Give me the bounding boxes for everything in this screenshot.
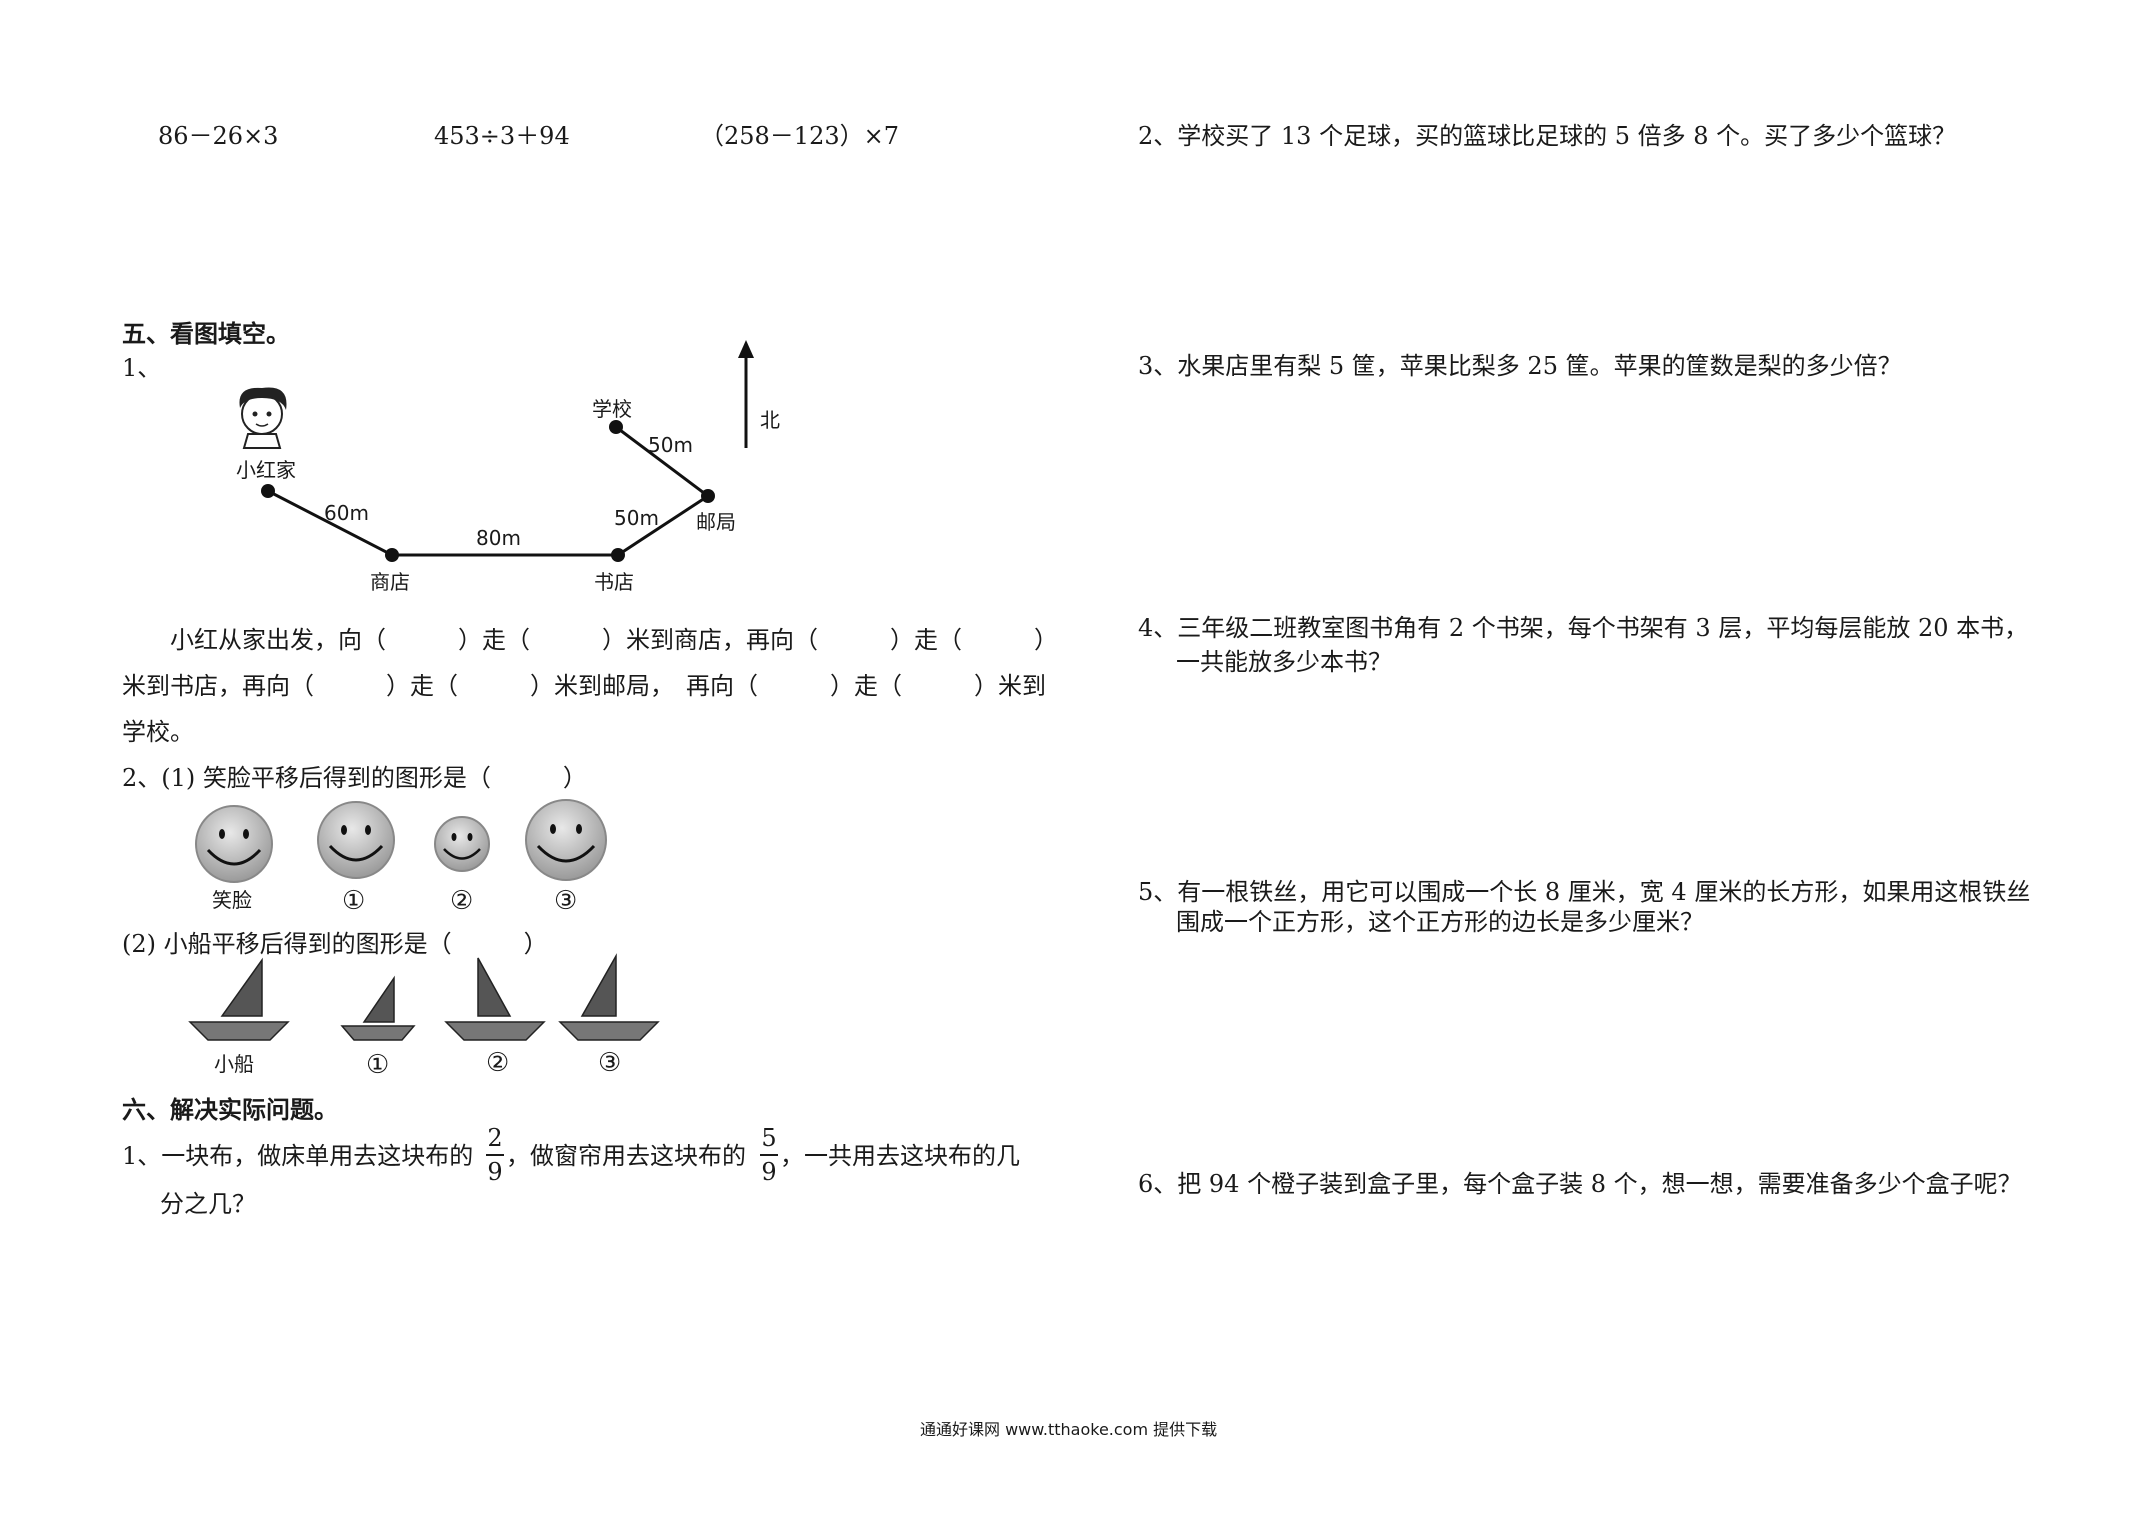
calc-1: 86－26×3 [158, 122, 279, 150]
q2-part1: 2、(1) 笑脸平移后得到的图形是（ ） [122, 764, 587, 792]
q1-fill-line3: 学校。 [122, 718, 194, 746]
post-point [701, 489, 715, 503]
s6-q1-prefix: 1、一块布，做床单用去这块布的 [122, 1142, 474, 1170]
label-home: 小红家 [236, 458, 296, 482]
label-dist-post-school: 50m [648, 433, 693, 457]
fraction-5-9: 5 9 [760, 1126, 778, 1184]
fraction-5-9-denominator: 9 [761, 1158, 777, 1186]
footer-credit: 通通好课网 www.tthaoke.com 提供下载 [920, 1420, 1218, 1439]
shop-point [385, 548, 399, 562]
right-q5-line2: 围成一个正方形，这个正方形的边长是多少厘米？ [1176, 908, 1704, 936]
boat-label-2: ② [486, 1048, 510, 1078]
boat-2-icon [444, 957, 546, 1041]
q1-fill-line2: 米到书店，再向（ ）走（ ）米到邮局， 再向（ ）走（ ）米到 [122, 672, 1046, 700]
right-q4-line2: 一共能放多少本书？ [1176, 648, 1392, 676]
face-label-0: 笑脸 [212, 888, 252, 912]
q1-fill-line1: 小红从家出发，向（ ）走（ ）米到商店，再向（ ）走（ ） [170, 626, 1058, 654]
s6-q1-suffix: ，一共用去这块布的几 [780, 1142, 1020, 1170]
label-dist-book-post: 50m [614, 506, 659, 530]
section5-title: 五、看图填空。 [122, 320, 290, 348]
calc-3: （258－123）×7 [700, 122, 899, 150]
bookstore-point [611, 548, 625, 562]
label-dist-home-shop: 60m [324, 501, 369, 525]
smiley-face-1-icon [317, 801, 395, 879]
q2-part2: (2) 小船平移后得到的图形是（ ） [122, 930, 548, 958]
boat-label-1: ① [366, 1050, 390, 1080]
boat-3-icon [558, 953, 660, 1041]
boat-1-icon [340, 975, 416, 1041]
face-label-3: ③ [554, 886, 578, 916]
fraction-2-9-numerator: 2 [487, 1124, 503, 1152]
right-q3: 3、水果店里有梨 5 筐，苹果比梨多 25 筐。苹果的筐数是梨的多少倍？ [1138, 352, 1902, 380]
label-north: 北 [760, 408, 780, 432]
right-q4-line1: 4、三年级二班教室图书角有 2 个书架，每个书架有 3 层，平均每层能放 20 … [1138, 614, 2029, 642]
right-q5-line1: 5、有一根铁丝，用它可以围成一个长 8 厘米，宽 4 厘米的长方形，如果用这根铁… [1138, 878, 2031, 906]
section6-title: 六、解决实际问题。 [122, 1096, 338, 1124]
boat-icon [188, 957, 290, 1041]
face-label-2: ② [450, 886, 474, 916]
smiley-face-2-icon [434, 816, 490, 872]
home-point [261, 484, 275, 498]
calc-2: 453÷3＋94 [434, 122, 570, 150]
label-bookstore: 书店 [594, 570, 634, 594]
section5-q1-number: 1、 [122, 354, 162, 382]
smiley-face-3-icon [525, 799, 607, 881]
label-dist-shop-book: 80m [476, 526, 521, 550]
label-shop: 商店 [370, 570, 410, 594]
right-q6: 6、把 94 个橙子装到盒子里，每个盒子装 8 个，想一想，需要准备多少个盒子呢… [1138, 1170, 2022, 1198]
s6-q1-middle: ，做窗帘用去这块布的 [506, 1142, 746, 1170]
s6-q1-line2: 分之几？ [160, 1190, 256, 1218]
boat-label-0: 小船 [214, 1052, 254, 1076]
label-post: 邮局 [696, 510, 736, 534]
face-label-1: ① [342, 886, 366, 916]
fraction-2-9-denominator: 9 [487, 1158, 503, 1186]
right-q2: 2、学校买了 13 个足球，买的篮球比足球的 5 倍多 8 个。买了多少个篮球？ [1138, 122, 1957, 150]
fraction-2-9: 2 9 [486, 1126, 504, 1184]
fraction-5-9-numerator: 5 [761, 1124, 777, 1152]
boat-label-3: ③ [598, 1048, 622, 1078]
school-point [609, 420, 623, 434]
label-school: 学校 [592, 397, 632, 421]
girl-icon [239, 387, 287, 449]
smiley-face-icon [195, 805, 273, 883]
